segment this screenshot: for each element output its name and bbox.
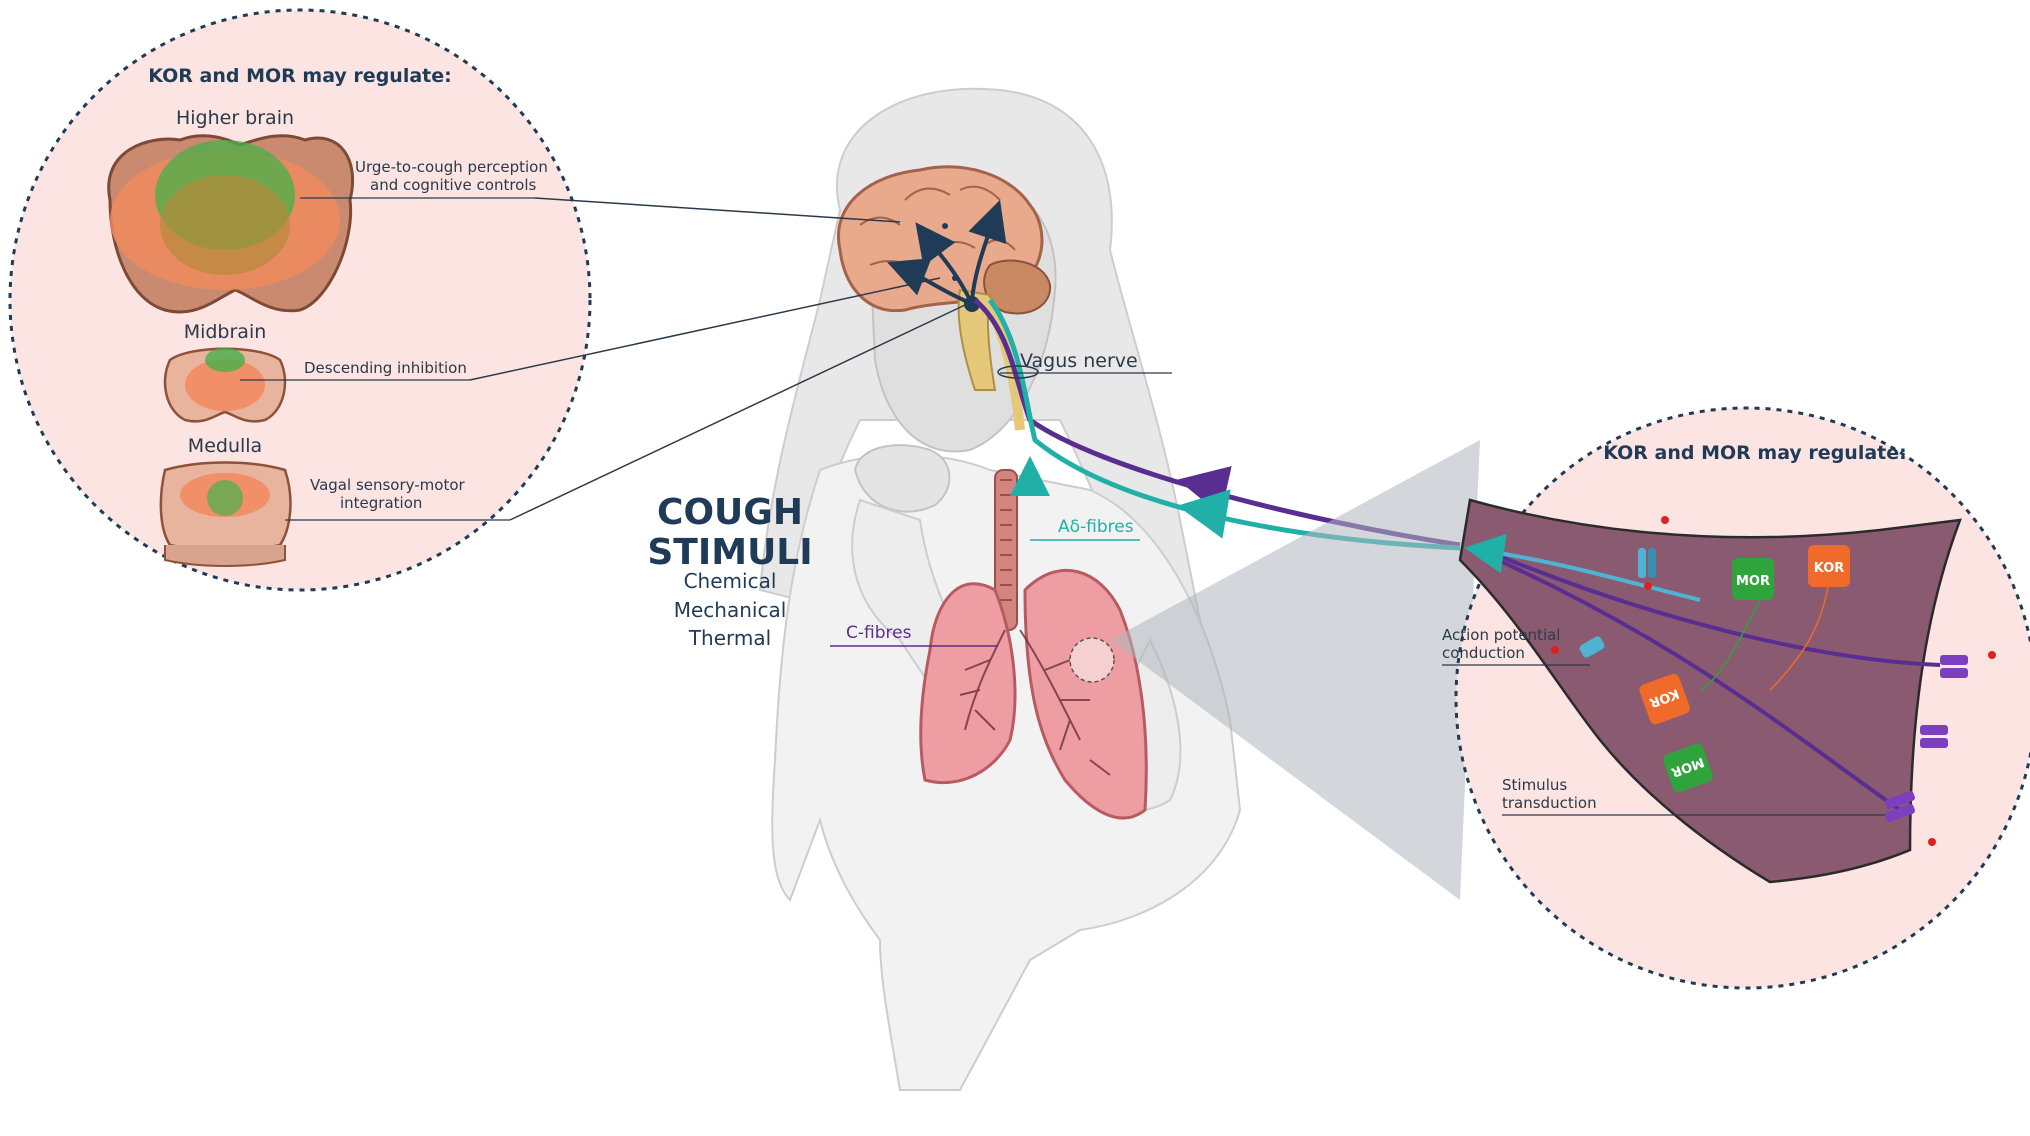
mor-receptor-lower: MOR	[1663, 743, 1713, 793]
higher-brain-section	[107, 134, 355, 314]
right-panel: KOR and MOR may regulate:	[1442, 406, 2030, 990]
left-panel-heading: KOR and MOR may regulate:	[148, 65, 451, 87]
stimulus-thermal: Thermal	[688, 626, 771, 650]
cough-title-line2: STIMULI	[647, 532, 812, 573]
c-fibres-label: C-fibres	[846, 623, 912, 643]
stimulus-mechanical: Mechanical	[674, 598, 787, 622]
vagus-nerve-label: Vagus nerve	[1020, 350, 1138, 372]
region-midbrain: Midbrain	[184, 321, 267, 343]
label-urge-line2: and cognitive controls	[370, 176, 537, 194]
region-medulla: Medulla	[188, 435, 262, 457]
ion-channel-ap	[1551, 636, 1605, 658]
midbrain-section	[163, 347, 287, 423]
svg-text:KOR: KOR	[1814, 561, 1845, 576]
stimulus-chemical: Chemical	[684, 569, 777, 593]
kor-receptor-top: KOR	[1808, 545, 1850, 587]
connector-lines	[469, 197, 966, 521]
label-st-line1: Stimulus	[1502, 776, 1567, 794]
medulla-section	[159, 461, 292, 567]
ion-channel-purple-2	[1920, 725, 1948, 748]
label-vagal-line1: Vagal sensory-motor	[310, 476, 466, 494]
ion-channel-purple-1	[1940, 651, 1996, 678]
label-st-line2: transduction	[1502, 794, 1597, 812]
region-higher-brain: Higher brain	[176, 107, 294, 129]
left-panel: KOR and MOR may regulate: Higher brain U…	[8, 8, 592, 592]
label-urge-line1: Urge-to-cough perception	[355, 158, 548, 176]
a-delta-fibres-label: Aδ-fibres	[1058, 517, 1134, 537]
ion-channel-purple-3	[1885, 791, 1936, 846]
label-descending-inhibition: Descending inhibition	[304, 359, 467, 377]
kor-receptor-lower: KOR	[1639, 673, 1690, 725]
label-ap-line2: conduction	[1442, 644, 1525, 662]
central-brain	[837, 165, 1052, 391]
zoom-wedge	[1110, 440, 1480, 900]
nerve-terminal	[1458, 498, 1962, 884]
label-ap-line1: Action potential	[1442, 626, 1560, 644]
cough-title-line1: COUGH	[657, 492, 803, 533]
lungs	[919, 469, 1148, 820]
mor-receptor-top: MOR	[1732, 558, 1774, 600]
ion-channel-top	[1638, 516, 1669, 590]
svg-text:MOR: MOR	[1736, 574, 1770, 589]
right-panel-heading: KOR and MOR may regulate:	[1603, 442, 1906, 464]
label-vagal-line2: integration	[340, 494, 422, 512]
